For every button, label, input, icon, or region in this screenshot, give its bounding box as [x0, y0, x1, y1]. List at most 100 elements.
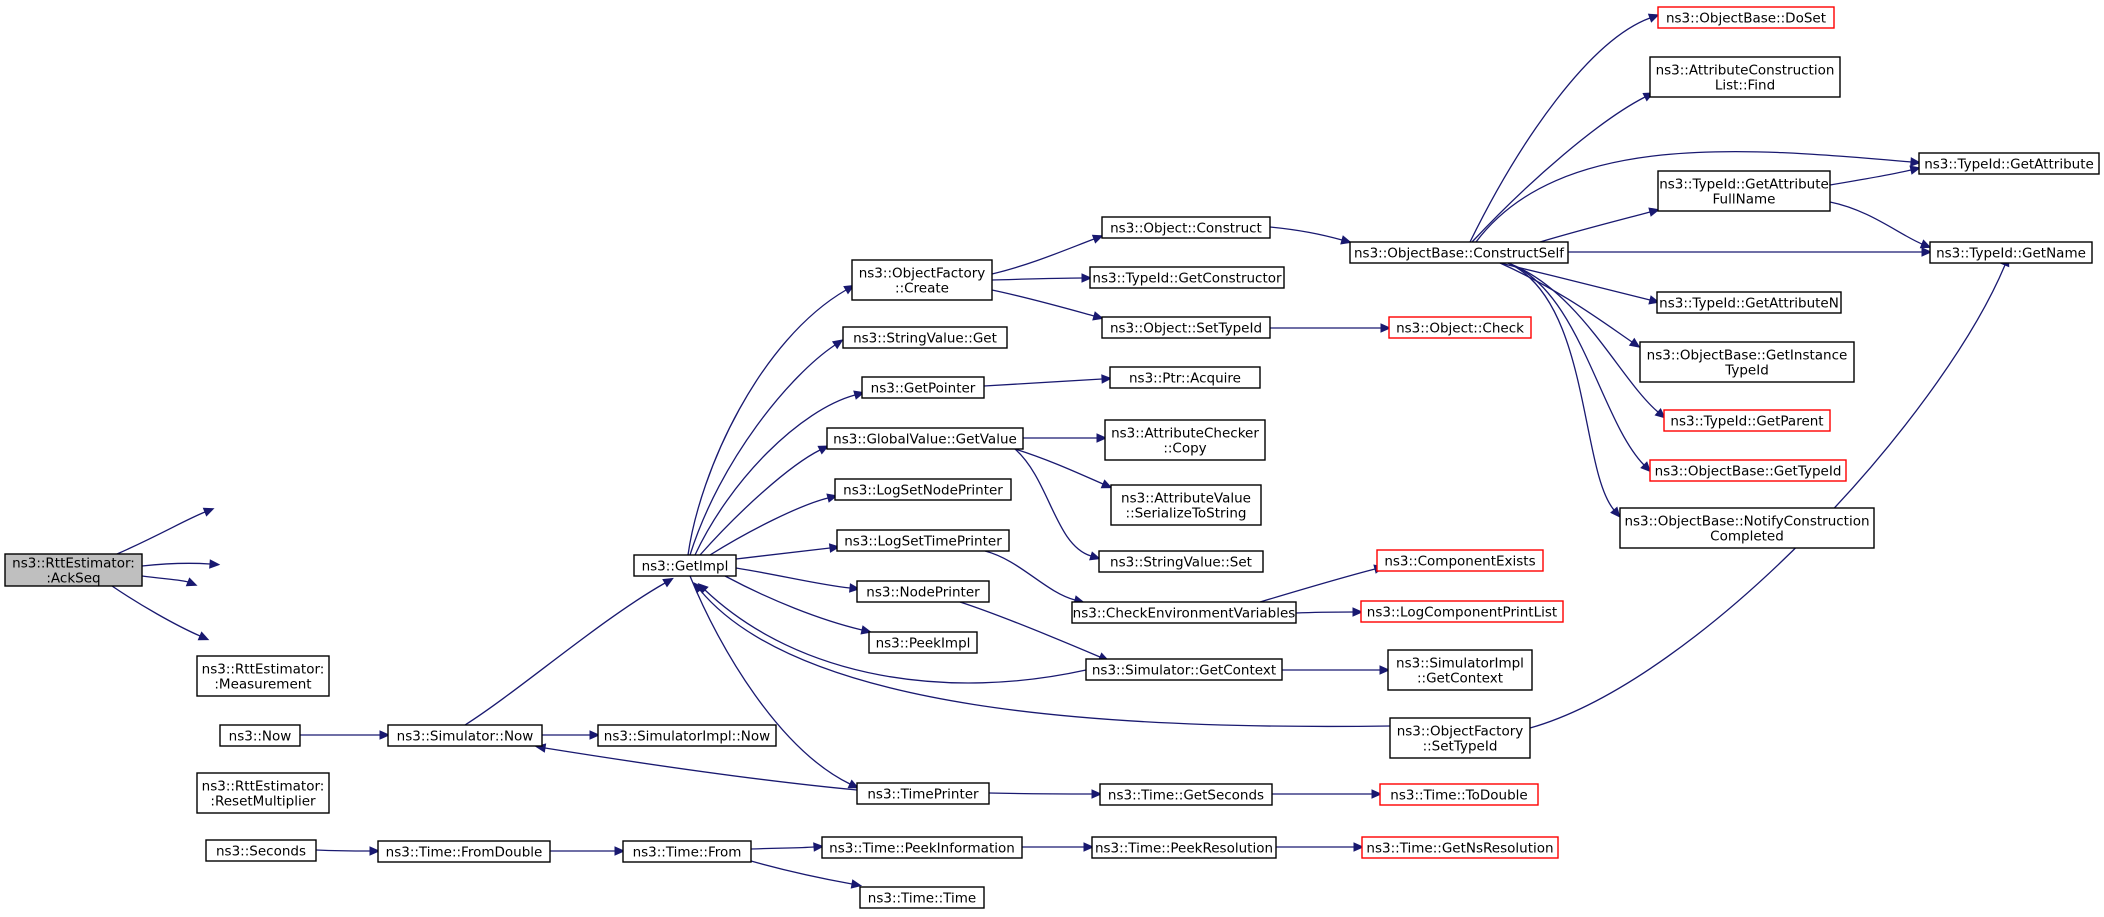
edge-arrowhead [1654, 407, 1666, 419]
edge-line [141, 575, 189, 583]
node-seconds[interactable]: ns3::Seconds [205, 839, 317, 862]
node-accopy[interactable]: ns3::AttributeChecker::Copy [1104, 419, 1266, 461]
edge-arrowhead [1379, 665, 1391, 675]
node-label: ns3::StringValue::Set [1110, 555, 1252, 571]
edge-arrowhead [828, 543, 841, 553]
node-label: ns3::TypeId::GetAttributeN [1659, 296, 1839, 312]
node-label: :Measurement [214, 677, 311, 693]
node-getconstructor[interactable]: ns3::TypeId::GetConstructor [1089, 266, 1285, 289]
node-box [1379, 783, 1539, 806]
node-box [1099, 783, 1273, 806]
node-box [633, 554, 737, 577]
node-compexists[interactable]: ns3::ComponentExists [1376, 549, 1544, 572]
node-box [1929, 241, 2093, 264]
node-ofcreate[interactable]: ns3::ObjectFactory::Create [851, 259, 993, 301]
node-box [1663, 409, 1831, 432]
node-box [821, 836, 1023, 859]
node-timeprinter[interactable]: ns3::TimePrinter [856, 782, 990, 805]
node-box [1085, 658, 1283, 681]
edge-arrowhead [662, 577, 674, 588]
edge-line [687, 289, 847, 556]
node-getseconds[interactable]: ns3::Time::GetSeconds [1099, 783, 1273, 806]
node-box [1101, 316, 1271, 339]
edge-line [1014, 448, 1104, 485]
edge-getimpl-to-timeprinter [689, 575, 860, 789]
node-label: ns3::RttEstimator: [202, 662, 325, 678]
edge-line [1507, 262, 1659, 413]
edge-peekres-to-getnsres [1276, 842, 1365, 852]
edge-line [704, 589, 1087, 684]
edge-fromdouble-to-timefrom [550, 846, 626, 856]
edge-getimpl-to-ofcreate [687, 284, 855, 556]
node-logcomplist[interactable]: ns3::LogComponentPrintList [1360, 600, 1564, 623]
node-objconstruct[interactable]: ns3::Object::Construct [1101, 216, 1271, 239]
node-nodeprinter[interactable]: ns3::NodePrinter [856, 580, 990, 603]
node-label: ns3::LogSetNodePrinter [843, 483, 1003, 499]
node-ofsettypeid[interactable]: ns3::ObjectFactory::SetTypeId [1389, 717, 1531, 759]
node-box [834, 478, 1012, 501]
node-todouble[interactable]: ns3::Time::ToDouble [1379, 783, 1539, 806]
node-label: ns3::Object::Check [1396, 321, 1524, 337]
node-simnow[interactable]: ns3::Simulator::Now [387, 724, 543, 747]
edge-getattrfull-to-getattribute [1829, 165, 1922, 186]
node-settypeid[interactable]: ns3::Object::SetTypeId [1101, 316, 1271, 339]
edge-getimpl-to-lognode [709, 493, 838, 556]
node-getname[interactable]: ns3::TypeId::GetName [1929, 241, 2093, 264]
node-measurement[interactable]: ns3::RttEstimator::Measurement [196, 655, 330, 697]
node-now[interactable]: ns3::Now [219, 724, 301, 747]
node-lognode[interactable]: ns3::LogSetNodePrinter [834, 478, 1012, 501]
node-label: ns3::Time::FromDouble [386, 845, 543, 861]
node-label: ns3::ObjectBase::NotifyConstruction [1624, 514, 1869, 530]
node-avser[interactable]: ns3::AttributeValue::SerializeToString [1110, 484, 1262, 526]
node-constructself[interactable]: ns3::ObjectBase::ConstructSelf [1349, 241, 1569, 264]
node-doset[interactable]: ns3::ObjectBase::DoSet [1657, 6, 1835, 29]
node-getparent[interactable]: ns3::TypeId::GetParent [1663, 409, 1831, 432]
node-peekinfo[interactable]: ns3::Time::PeekInformation [821, 836, 1023, 859]
edge-constructself-to-aclfind [1471, 92, 1655, 243]
node-ackseq[interactable]: ns3::RttEstimator::AckSeq [4, 553, 143, 587]
edge-getimpl-to-strget [689, 339, 844, 556]
node-getimpl[interactable]: ns3::GetImpl [633, 554, 737, 577]
node-ptracquire[interactable]: ns3::Ptr::Acquire [1109, 366, 1261, 389]
node-checkenv[interactable]: ns3::CheckEnvironmentVariables [1071, 601, 1297, 624]
node-obgettypeid[interactable]: ns3::ObjectBase::GetTypeId [1649, 459, 1847, 482]
node-label: ns3::GetPointer [871, 381, 976, 397]
edge-arrowhead [813, 842, 825, 852]
node-getnsres[interactable]: ns3::Time::GetNsResolution [1361, 836, 1559, 859]
node-strset[interactable]: ns3::StringValue::Set [1098, 550, 1264, 573]
node-peekres[interactable]: ns3::Time::PeekResolution [1091, 836, 1277, 859]
node-simgetctx[interactable]: ns3::Simulator::GetContext [1085, 658, 1283, 681]
node-label: ns3::SimulatorImpl::Now [604, 729, 770, 745]
edge-constructself-to-getattrfull [1539, 207, 1660, 243]
node-logtime[interactable]: ns3::LogSetTimePrinter [836, 529, 1010, 552]
node-timetime[interactable]: ns3::Time::Time [859, 886, 985, 909]
node-simimplnow[interactable]: ns3::SimulatorImpl::Now [597, 724, 777, 747]
node-box [842, 326, 1008, 349]
node-label: ns3::TypeId::GetParent [1670, 414, 1823, 430]
node-objcheck[interactable]: ns3::Object::Check [1388, 316, 1532, 339]
edge-line [694, 394, 856, 556]
edge-getimpl-to-peekimpl [724, 575, 873, 635]
node-simimplctx[interactable]: ns3::SimulatorImpl::GetContext [1387, 649, 1533, 691]
edge-arrowhead [1101, 374, 1113, 384]
node-timefrom[interactable]: ns3::Time::From [622, 840, 752, 863]
edge-ackseq-to-resetmult [141, 575, 198, 587]
node-fromdouble[interactable]: ns3::Time::FromDouble [377, 840, 551, 863]
edge-getimpl-to-nodeprinter [735, 567, 861, 593]
node-peekimpl[interactable]: ns3::PeekImpl [868, 631, 978, 654]
edge-line [750, 846, 815, 850]
node-label: ns3::Simulator::Now [397, 729, 534, 745]
node-label: :AckSeq [46, 571, 100, 587]
node-resetmult[interactable]: ns3::RttEstimator::ResetMultiplier [196, 772, 330, 814]
edge-line [699, 589, 1391, 728]
node-getattribute[interactable]: ns3::TypeId::GetAttribute [1918, 152, 2100, 175]
node-getpointer[interactable]: ns3::GetPointer [861, 376, 985, 399]
node-gvgetvalue[interactable]: ns3::GlobalValue::GetValue [826, 427, 1024, 450]
node-strget[interactable]: ns3::StringValue::Get [842, 326, 1008, 349]
node-box [219, 724, 301, 747]
node-getattrn[interactable]: ns3::TypeId::GetAttributeN [1656, 291, 1842, 314]
node-notifyconst[interactable]: ns3::ObjectBase::NotifyConstructionCompl… [1619, 507, 1875, 549]
